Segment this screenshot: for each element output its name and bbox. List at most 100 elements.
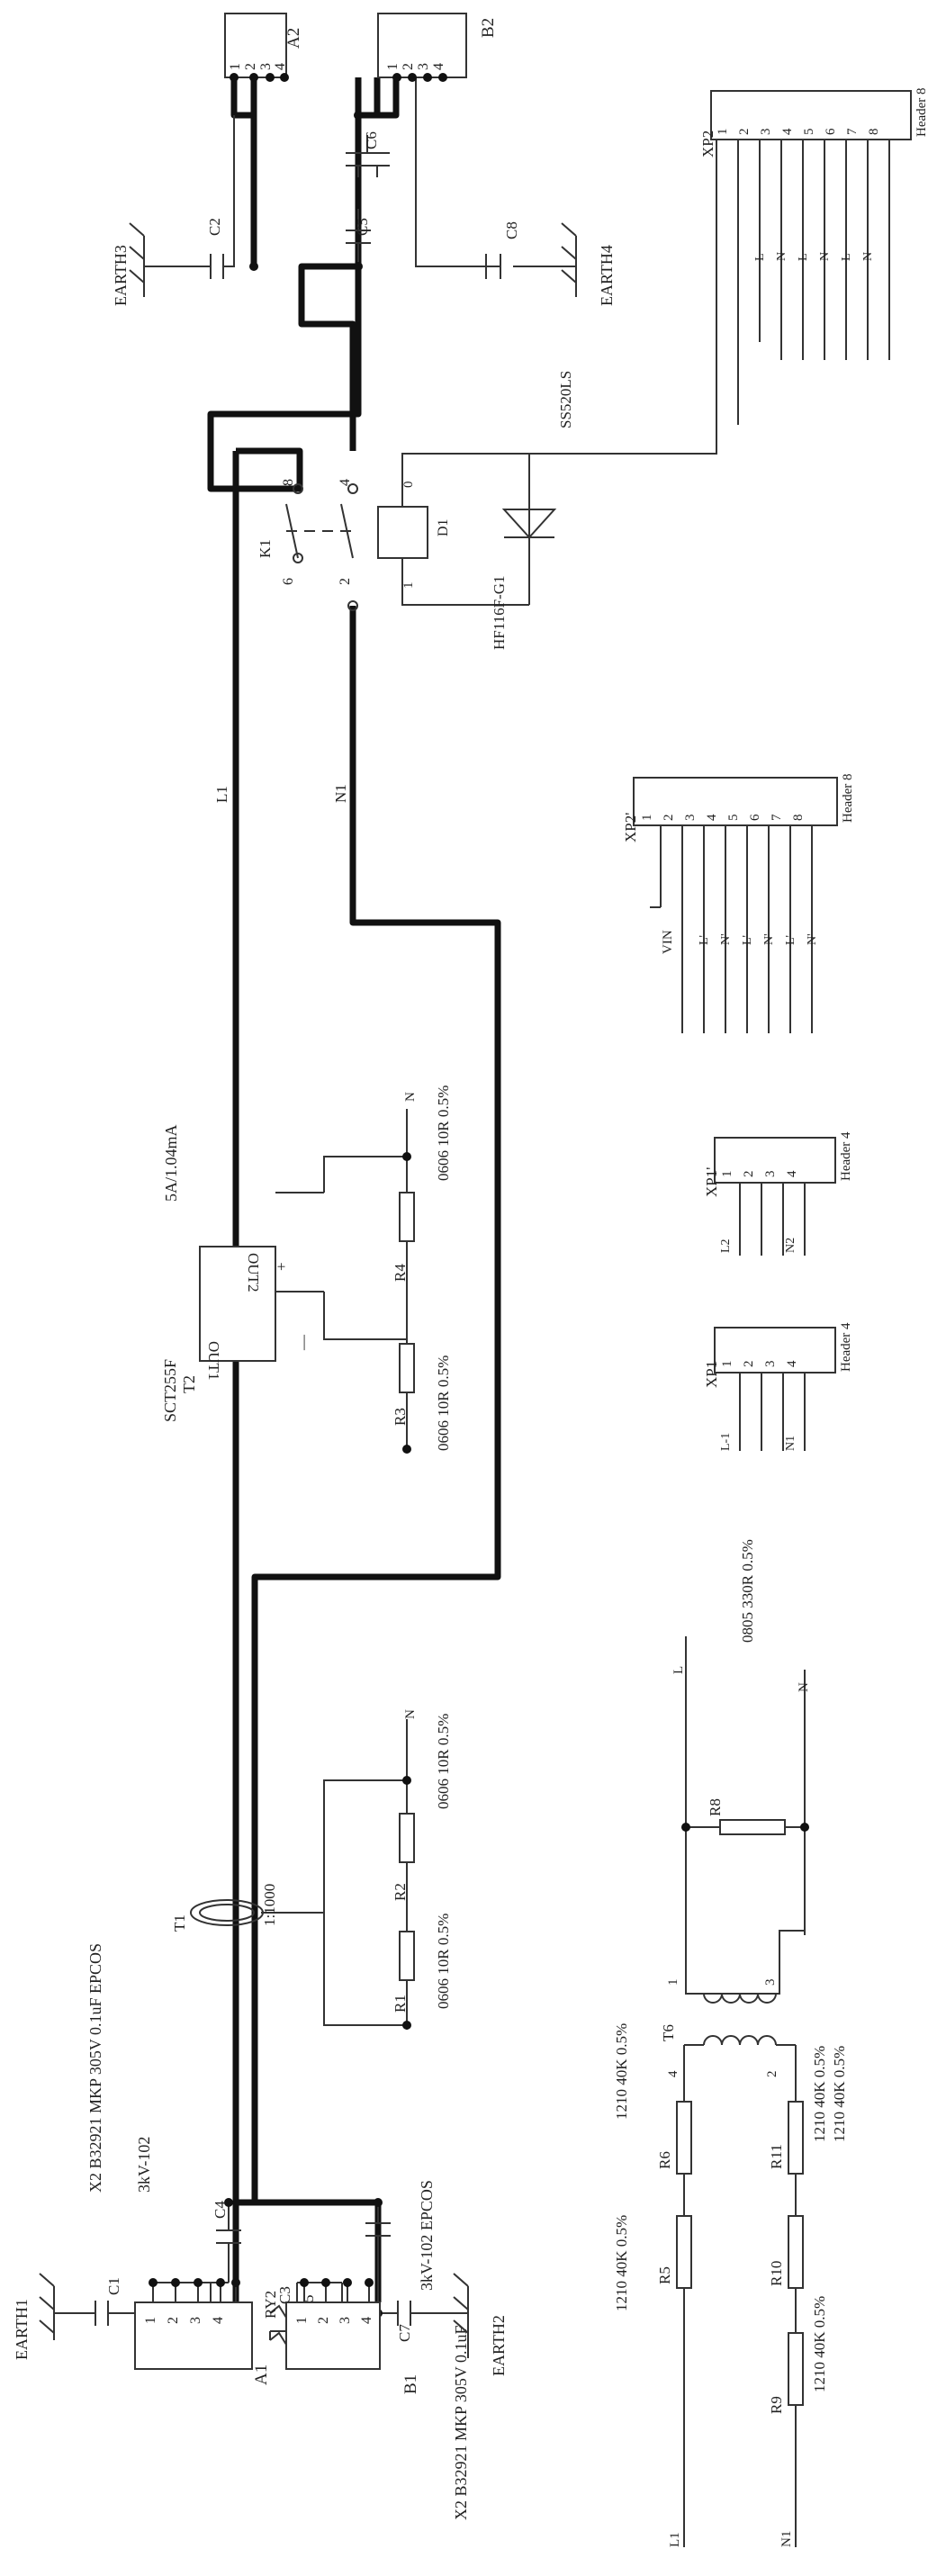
svg-text:OUT1: OUT1 xyxy=(205,1341,222,1380)
svg-text:Header 8: Header 8 xyxy=(841,773,855,823)
svg-text:C1: C1 xyxy=(105,2277,122,2295)
svg-text:+: + xyxy=(273,1262,290,1271)
connector-b1[interactable]: 1 2 3 4 B1 xyxy=(285,2278,420,2394)
svg-text:3: 3 xyxy=(258,63,274,70)
svg-text:R6: R6 xyxy=(656,2151,673,2169)
connector-a1[interactable]: 1 2 3 4 A1 xyxy=(134,2278,271,2385)
svg-text:2: 2 xyxy=(166,2317,181,2324)
svg-text:0606 10R 0.5%: 0606 10R 0.5% xyxy=(435,1914,452,2009)
svg-text:0606 10R 0.5%: 0606 10R 0.5% xyxy=(435,1085,452,1181)
svg-text:T6: T6 xyxy=(660,2024,677,2041)
svg-text:8: 8 xyxy=(281,479,296,486)
svg-text:4: 4 xyxy=(666,2070,680,2077)
divider-r9-r11[interactable]: R11 R10 R9 1210 40K 0.5% 1210 40K 0.5% 1… xyxy=(768,2046,848,2547)
header-xp2[interactable]: 1 2 3 4 5 6 7 8 XP2 Header 8 L N L N L N xyxy=(699,87,929,425)
svg-text:SCT255F: SCT255F xyxy=(161,1359,179,1422)
current-transformer-t1[interactable]: T1 1:1000 xyxy=(171,1779,407,2026)
svg-text:N: N xyxy=(818,252,832,261)
svg-text:0: 0 xyxy=(401,482,416,489)
connector-a2[interactable]: 1 2 3 4 A2 xyxy=(224,13,303,78)
svg-text:N: N xyxy=(403,1709,418,1719)
svg-text:L: L xyxy=(753,253,767,261)
svg-text:HF116F-G1: HF116F-G1 xyxy=(491,576,508,651)
svg-text:N: N xyxy=(861,252,875,261)
svg-text:Header 4: Header 4 xyxy=(839,1131,853,1181)
svg-text:4: 4 xyxy=(359,2317,374,2324)
svg-text:L-1: L-1 xyxy=(719,1433,733,1451)
header-xp1[interactable]: 1 2 3 4 XP1 Header 4 L-1 N1 xyxy=(703,1322,853,1451)
svg-text:L: L xyxy=(671,1666,686,1674)
svg-text:3: 3 xyxy=(416,63,431,70)
svg-text:L': L' xyxy=(698,935,711,945)
svg-text:T1: T1 xyxy=(171,1914,188,1932)
shunt-r1-r2[interactable]: R2 R1 0606 10R 0.5% 0606 10R 0.5% N xyxy=(392,1709,452,2030)
svg-text:2: 2 xyxy=(742,1171,756,1178)
svg-text:7: 7 xyxy=(845,128,860,135)
svg-text:0606 10R 0.5%: 0606 10R 0.5% xyxy=(435,1714,452,1809)
earth3-symbol: EARTH3 xyxy=(112,222,145,306)
svg-text:N1: N1 xyxy=(784,1436,797,1451)
note-3kv-bottom: 3kV-102 EPCOS xyxy=(418,2180,436,2291)
svg-text:2: 2 xyxy=(243,63,258,70)
capacitor-c2: C2 xyxy=(144,115,235,279)
earth4-symbol: EARTH4 xyxy=(561,222,616,306)
svg-text:XP2: XP2 xyxy=(699,131,716,158)
svg-text:3: 3 xyxy=(763,1979,778,1986)
svg-text:R3: R3 xyxy=(392,1408,409,1426)
header-xp2-prime[interactable]: 1 2 3 4 5 6 7 8 XP2' Header 8 VIN L' N' … xyxy=(622,773,855,1033)
svg-text:1: 1 xyxy=(716,129,730,136)
svg-text:4: 4 xyxy=(785,1360,799,1367)
relay-k1[interactable]: K1 8 4 6 2 xyxy=(257,479,358,611)
svg-text:N1: N1 xyxy=(779,2531,794,2547)
svg-text:3: 3 xyxy=(763,1361,778,1368)
earth2-symbol: EARTH2 xyxy=(453,2273,508,2376)
svg-text:3: 3 xyxy=(759,129,773,136)
svg-text:3: 3 xyxy=(338,2317,353,2324)
svg-text:3: 3 xyxy=(763,1171,778,1178)
svg-text:1: 1 xyxy=(720,1171,734,1178)
voltage-sense-r8[interactable]: R8 0805 330R 0.5% L N xyxy=(671,1539,811,1935)
svg-text:C5: C5 xyxy=(354,218,371,236)
svg-text:5: 5 xyxy=(802,129,816,136)
svg-text:2: 2 xyxy=(338,578,353,585)
svg-text:4: 4 xyxy=(211,2317,226,2324)
svg-text:N: N xyxy=(775,252,788,261)
note-x2-top: X2 B32921 MKP 305V 0.1uF EPCOS xyxy=(86,1943,104,2193)
net-label-l1: L1 xyxy=(213,786,230,803)
svg-text:4: 4 xyxy=(273,63,288,70)
current-transformer-t2[interactable]: OUT1 OUT2 + — SCT255F T2 5A/1.04mA xyxy=(161,1124,407,1422)
connector-b2[interactable]: 1 2 3 4 B2 xyxy=(377,13,498,78)
svg-text:4: 4 xyxy=(780,128,795,135)
svg-text:D1: D1 xyxy=(436,518,451,536)
svg-text:A2: A2 xyxy=(284,28,303,49)
svg-text:2: 2 xyxy=(401,63,416,70)
svg-text:OUT2: OUT2 xyxy=(245,1253,262,1292)
svg-text:R5: R5 xyxy=(656,2266,673,2284)
divider-r5-r6[interactable]: R6 R5 1210 40K 0.5% 1210 40K 0.5% L1 xyxy=(613,2023,692,2547)
transformer-t6[interactable]: 1 3 4 2 T6 xyxy=(660,1930,805,2088)
svg-text:1: 1 xyxy=(720,1361,734,1368)
svg-text:2: 2 xyxy=(316,2317,331,2324)
svg-text:SS520LS: SS520LS xyxy=(557,371,574,428)
svg-text:R2: R2 xyxy=(392,1883,409,1901)
shunt-r3-r4[interactable]: R4 R3 0606 10R 0.5% 0606 10R 0.5% N xyxy=(392,1085,452,1454)
svg-text:XP1': XP1' xyxy=(703,1167,720,1197)
svg-text:1210 40K 0.5%: 1210 40K 0.5% xyxy=(831,2046,848,2142)
svg-text:R1: R1 xyxy=(392,1995,409,2013)
label-c3: C3 xyxy=(276,2286,293,2304)
svg-text:—: — xyxy=(294,1334,311,1351)
svg-text:1210 40K 0.5%: 1210 40K 0.5% xyxy=(811,2046,828,2142)
svg-text:T2: T2 xyxy=(180,1375,198,1393)
relay-coil-d1[interactable]: 0 1 D1 HF116F-G1 SS520LS xyxy=(377,140,717,651)
svg-text:EARTH4: EARTH4 xyxy=(598,245,616,306)
note-3kv-top: 3kV-102 xyxy=(135,2137,153,2193)
svg-text:1: 1 xyxy=(401,582,416,590)
svg-text:C2: C2 xyxy=(206,218,223,236)
svg-text:VIN: VIN xyxy=(661,930,675,954)
header-xp1-prime[interactable]: 1 2 3 4 XP1' Header 4 L2 N2 xyxy=(703,1131,853,1256)
svg-text:7: 7 xyxy=(770,814,784,821)
earth1-symbol: EARTH1 xyxy=(13,2273,55,2360)
svg-text:1: 1 xyxy=(143,2317,158,2324)
svg-text:4: 4 xyxy=(431,63,446,70)
svg-text:5A/1.04mA: 5A/1.04mA xyxy=(162,1124,180,1202)
